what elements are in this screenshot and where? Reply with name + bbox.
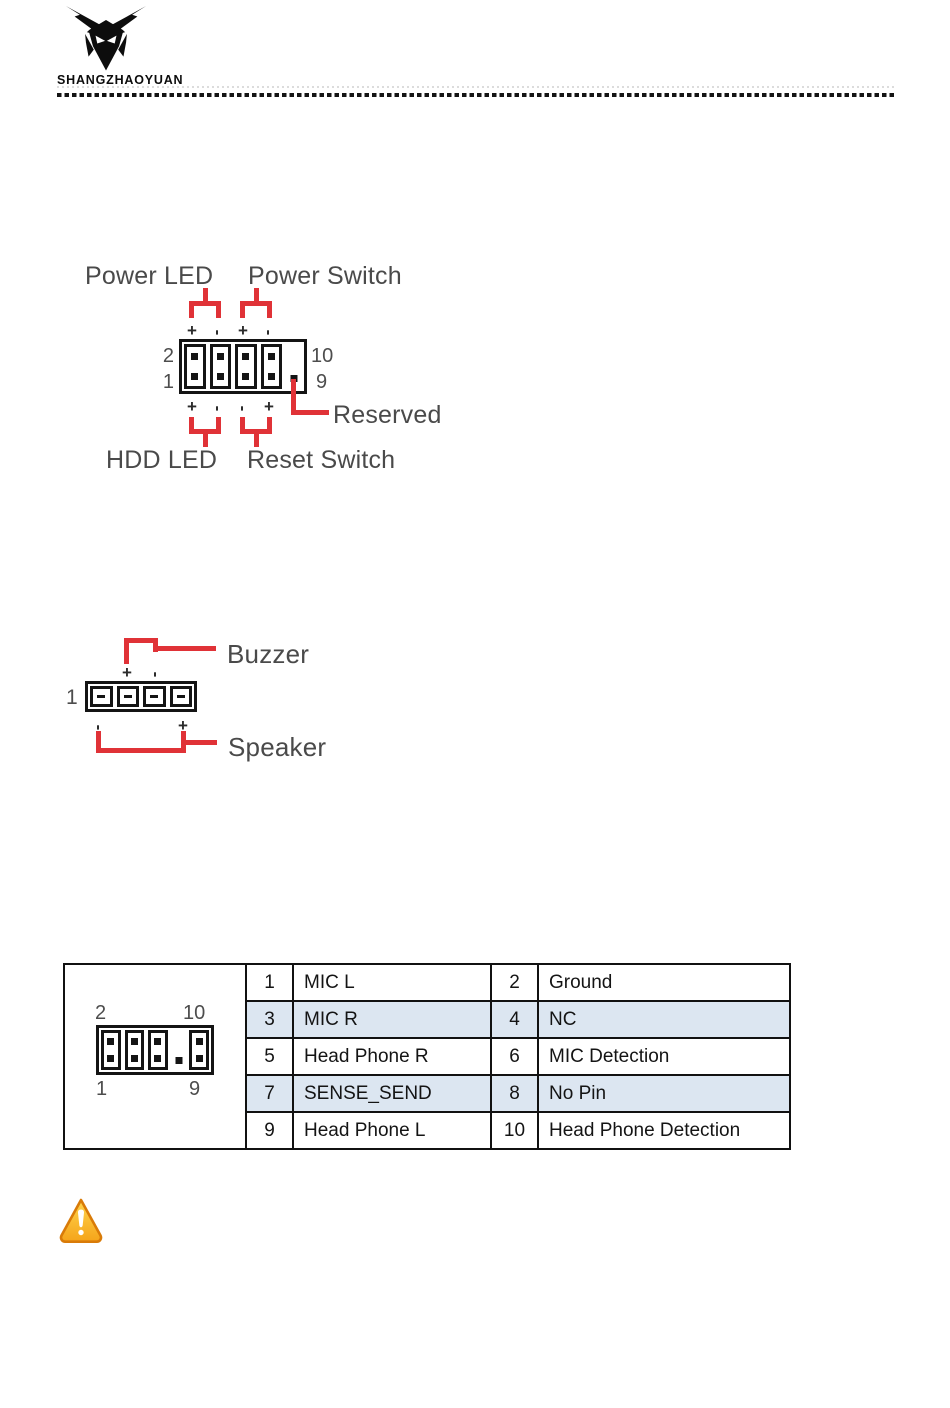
pin-cell xyxy=(116,686,139,707)
reserved-label: Reserved xyxy=(333,401,442,429)
pin-number-1: 1 xyxy=(96,1078,108,1100)
brand-name: SHANGZHAOYUAN xyxy=(57,73,184,87)
pin-pair-cell xyxy=(184,344,206,389)
pin-pair-cell xyxy=(189,1030,209,1070)
reserved-callout-vline xyxy=(291,379,296,415)
signal-cell: MIC L xyxy=(292,963,492,1002)
audio-header-diagram-cell: 2 10 1 9 xyxy=(63,963,247,1150)
signal-cell: No Pin xyxy=(537,1074,791,1113)
pin-number-2: 2 xyxy=(95,1002,107,1024)
power-switch-bracket xyxy=(240,301,272,318)
polarity-plus-mark: + xyxy=(178,716,188,735)
buzzer-callout-line xyxy=(153,646,216,651)
power-led-label: Power LED xyxy=(85,262,214,290)
power-switch-callout-stem xyxy=(254,288,259,303)
brand-beast-mask-logo-icon xyxy=(65,6,147,71)
pin-cell: 9 xyxy=(245,1111,294,1150)
buzzer-label: Buzzer xyxy=(227,639,310,669)
buzzer-bracket-right-leg xyxy=(153,638,158,652)
pin-cell: 5 xyxy=(245,1037,294,1076)
pin-pair-cell xyxy=(260,344,283,389)
pin-number-2: 2 xyxy=(162,345,174,367)
reserved-pin-cell xyxy=(286,344,302,389)
polarity-plus-mark: + xyxy=(187,321,197,340)
pin-pair-cell xyxy=(101,1030,121,1070)
pin-cell: 6 xyxy=(490,1037,539,1076)
audio-pin-header xyxy=(96,1025,214,1075)
polarity-minus-mark: - xyxy=(233,405,253,412)
speaker-label: Speaker xyxy=(228,732,327,762)
signal-cell: SENSE_SEND xyxy=(292,1074,492,1113)
pin-pair-cell xyxy=(124,1030,145,1070)
pin-pair-cell xyxy=(148,1030,168,1070)
header-rule-dotted xyxy=(57,86,895,88)
speaker-bracket xyxy=(96,731,186,753)
signal-cell: Head Phone L xyxy=(292,1111,492,1150)
pin-pair-cell xyxy=(235,344,257,389)
front-panel-pin-header xyxy=(179,339,307,394)
polarity-minus-mark: - xyxy=(146,671,166,678)
reset-switch-callout-stem xyxy=(254,432,259,447)
power-led-bracket xyxy=(189,301,221,318)
polarity-minus-mark: - xyxy=(208,329,228,336)
polarity-plus-mark: + xyxy=(264,397,274,416)
signal-cell: MIC Detection xyxy=(537,1037,791,1076)
table-row: 3 MIC R 4 NC xyxy=(64,1000,791,1039)
reset-switch-bracket xyxy=(240,417,272,434)
pin-number-1: 1 xyxy=(66,686,78,709)
warning-triangle-icon xyxy=(59,1198,103,1244)
pin-number-10: 10 xyxy=(311,345,334,367)
header-rule-dashed xyxy=(57,93,895,97)
hdd-led-callout-stem xyxy=(203,432,208,447)
buzzer-speaker-pin-header xyxy=(85,681,197,712)
signal-cell: Head Phone R xyxy=(292,1037,492,1076)
pin-number-9: 9 xyxy=(189,1078,201,1100)
no-pin-cell xyxy=(172,1030,186,1070)
polarity-plus-mark: + xyxy=(122,663,132,682)
pin-number-9: 9 xyxy=(316,371,328,393)
power-led-callout-stem xyxy=(203,288,208,303)
table-row: 2 10 1 9 1 MIC L 2 Ground xyxy=(63,963,791,1150)
speaker-callout-line xyxy=(184,740,217,745)
pin-cell xyxy=(90,686,113,707)
power-switch-label: Power Switch xyxy=(248,262,402,290)
table-row: 7 SENSE_SEND 8 No Pin xyxy=(64,1074,791,1113)
hdd-led-label: HDD LED xyxy=(106,446,218,474)
pin-cell: 3 xyxy=(245,1000,294,1039)
pin-cell: 4 xyxy=(490,1000,539,1039)
reset-switch-label: Reset Switch xyxy=(247,446,396,474)
polarity-minus-mark: - xyxy=(89,724,109,731)
polarity-plus-mark: + xyxy=(238,321,248,340)
pin-cell: 2 xyxy=(490,963,539,1002)
audio-pinout-table: 2 10 1 9 1 MIC L 2 Ground 3 MIC R 4 NC xyxy=(63,963,791,1150)
pin-cell: 1 xyxy=(245,963,294,1002)
polarity-plus-mark: + xyxy=(187,397,197,416)
pin-pair-cell xyxy=(209,344,232,389)
polarity-minus-mark: - xyxy=(208,405,228,412)
pin-cell xyxy=(143,686,166,707)
pin-cell xyxy=(169,686,192,707)
hdd-led-bracket xyxy=(189,417,221,434)
pin-number-1: 1 xyxy=(162,371,174,393)
signal-cell: NC xyxy=(537,1000,791,1039)
reserved-callout-hline xyxy=(291,410,329,415)
pin-cell: 10 xyxy=(490,1111,539,1150)
pin-cell: 7 xyxy=(245,1074,294,1113)
signal-cell: Ground xyxy=(537,963,791,1002)
table-row: 5 Head Phone R 6 MIC Detection xyxy=(64,1037,791,1076)
signal-cell: MIC R xyxy=(292,1000,492,1039)
buzzer-bracket xyxy=(124,638,158,664)
table-row: 9 Head Phone L 10 Head Phone Detection xyxy=(64,1111,791,1150)
polarity-minus-mark: - xyxy=(259,329,279,336)
signal-cell: Head Phone Detection xyxy=(537,1111,791,1150)
pin-cell: 8 xyxy=(490,1074,539,1113)
pin-number-10: 10 xyxy=(183,1002,206,1024)
